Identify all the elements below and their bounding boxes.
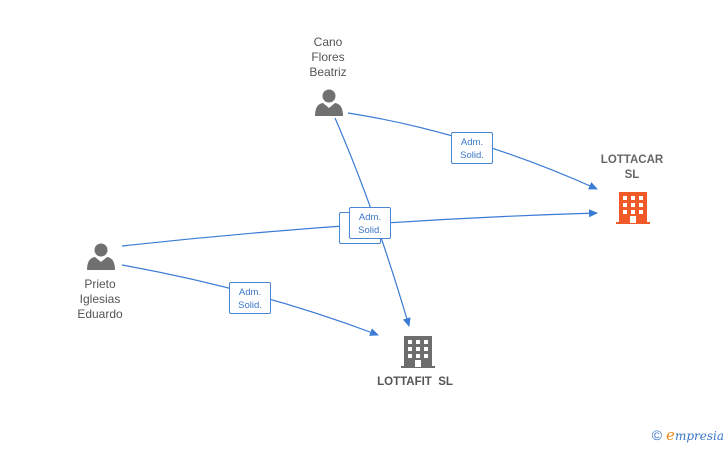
person-icon[interactable] (315, 89, 343, 117)
name-line: LOTTAFIT SL (377, 376, 453, 388)
building-icon[interactable] (616, 192, 650, 224)
relation-label: Adm. Solid. (451, 132, 493, 164)
relation-label: Adm. Solid. (349, 207, 391, 239)
building-icon[interactable] (401, 336, 435, 368)
name-line: Prieto (84, 277, 116, 291)
brand-name: mpresia (674, 429, 724, 443)
company-name-lottacar[interactable]: LOTTACAR SL (586, 153, 678, 183)
name-line: Iglesias (79, 292, 121, 306)
name-line: SL (624, 169, 640, 181)
brand-logo: ©empresia (652, 426, 724, 444)
company-name-lottafit[interactable]: LOTTAFIT SL (360, 375, 470, 390)
name-line: Beatriz (309, 65, 347, 79)
name-line: LOTTACAR (600, 154, 664, 166)
person-icon[interactable] (87, 243, 115, 271)
copyright-symbol: © (651, 427, 663, 443)
name-line: Flores (311, 50, 345, 64)
person-name-prieto[interactable]: Prieto Iglesias Eduardo (60, 277, 140, 322)
person-name-cano[interactable]: Cano Flores Beatriz (290, 35, 366, 80)
brand-initial: e (666, 426, 675, 444)
name-line: Eduardo (77, 307, 123, 321)
name-line: Cano (313, 35, 343, 49)
relation-label: Adm. Solid. (229, 282, 271, 314)
